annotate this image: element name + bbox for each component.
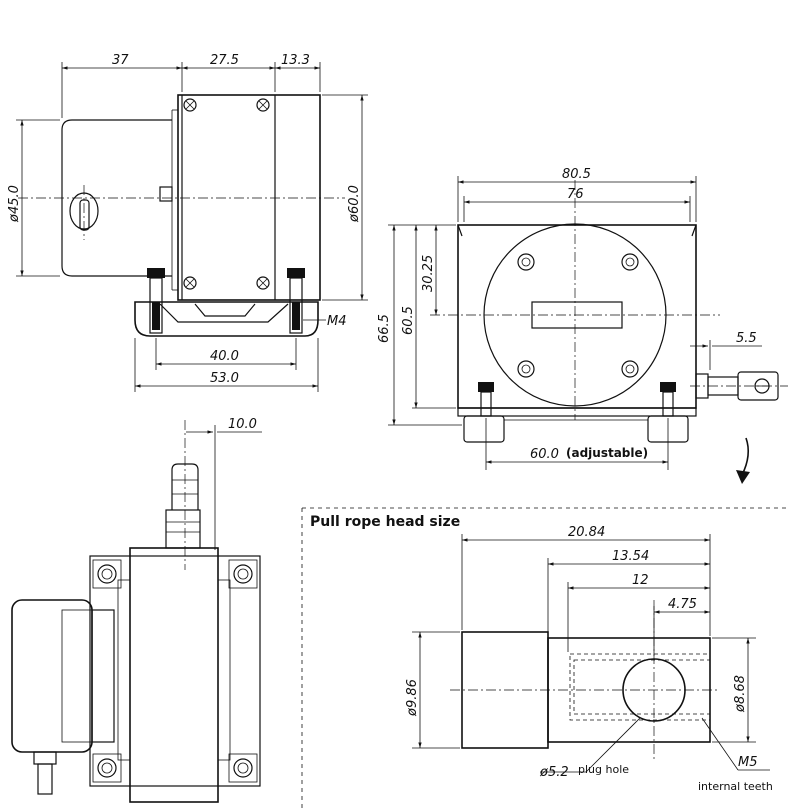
dim-20-84: 20.84	[568, 525, 605, 540]
dim-10: 10.0	[228, 417, 257, 432]
dim-80-5: 80.5	[562, 167, 591, 182]
dim-37: 37	[112, 53, 129, 68]
internal-teeth-label: internal teeth	[698, 780, 773, 793]
dim-13-54: 13.54	[612, 549, 649, 564]
side-view: 37 27.5 13.3 ø45.0 ø60.0 M4 40.0 53.0	[7, 53, 368, 392]
dim-13-3: 13.3	[281, 53, 310, 68]
dim-60-5: 60.5	[401, 306, 416, 335]
plug-hole-label: plug hole	[578, 763, 629, 776]
dim-30-25: 30.25	[421, 255, 436, 292]
thread-m5-label: M5	[738, 755, 758, 770]
front-view: 80.5 76 66.5 60.5 30.25 5.5 60.0 (adjust…	[377, 167, 788, 484]
rope-head-detail: Pull rope head size 20.84 13.54 12 4.75	[301, 507, 790, 810]
thread-m4-label: M4	[327, 314, 347, 329]
dim-dia-9-86: ø9.86	[405, 679, 420, 717]
dim-53: 53.0	[210, 371, 239, 386]
dim-40: 40.0	[210, 349, 239, 364]
dim-60-adjustable: 60.0	[530, 447, 559, 462]
dim-76: 76	[567, 187, 584, 202]
rope-head-title: Pull rope head size	[310, 514, 460, 530]
dim-dia-60: ø60.0	[347, 185, 362, 223]
adjustable-label: (adjustable)	[566, 446, 648, 460]
dim-4-75: 4.75	[668, 597, 697, 612]
dim-dia-8-68: ø8.68	[733, 675, 748, 713]
dim-5-5: 5.5	[736, 331, 757, 346]
top-view: 10.0	[11, 417, 262, 803]
dim-dia-5-2: ø5.2	[539, 765, 569, 780]
dim-dia-45: ø45.0	[7, 185, 22, 223]
dim-66-5: 66.5	[377, 314, 392, 343]
dim-27-5: 27.5	[210, 53, 239, 68]
dim-12: 12	[632, 573, 649, 588]
